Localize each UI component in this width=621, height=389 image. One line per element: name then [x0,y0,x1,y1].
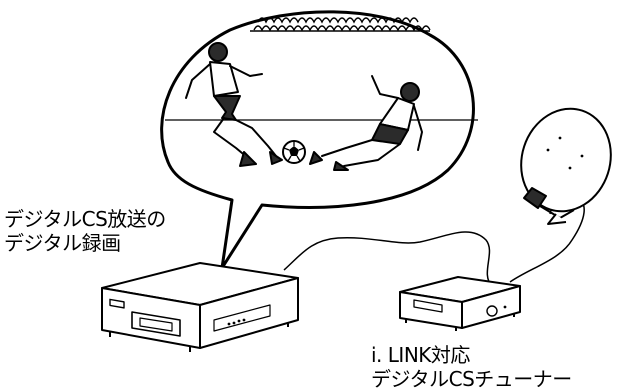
satellite-dish-illustration [520,107,612,225]
recorder-caption-line2: デジタル録画 [4,231,121,255]
cs-tuner-illustration [399,276,521,331]
recorder-caption-line1: デジタルCS放送の [4,207,166,231]
recorder-caption: デジタルCS放送の デジタル録画 [4,207,166,255]
speech-bubble-icon [160,10,475,270]
tuner-caption-line1: i. LINK対応 [371,343,470,367]
tuner-caption: i. LINK対応 デジタルCSチューナー [371,343,572,389]
soccer-players-illustration [185,42,423,171]
stadium-crowd-pattern [250,17,431,32]
tuner-caption-line2: デジタルCSチューナー [371,367,572,389]
digital-video-recorder-illustration [101,262,299,352]
soccer-ball-icon [282,140,306,164]
connection-cables [283,195,585,287]
